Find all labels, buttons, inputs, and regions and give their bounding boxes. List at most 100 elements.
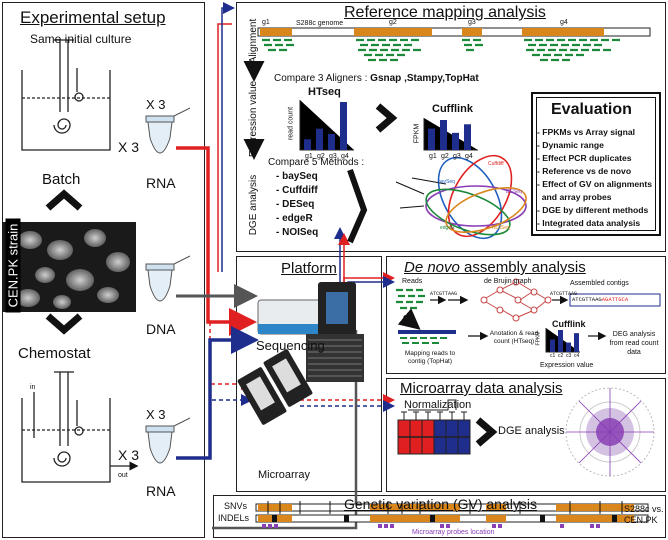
denovo-tick-c4: c4 xyxy=(574,353,580,359)
graph-label: de Brujin graph xyxy=(484,278,532,285)
rna-bottom-count: X 3 xyxy=(146,407,166,422)
denovo-cufflink-bars xyxy=(550,330,579,352)
cuff-tick-g4: g4 xyxy=(465,153,473,160)
seq-reads: ATCGTTAAG xyxy=(430,291,458,297)
in-label: in xyxy=(30,384,36,391)
htseq-ylabel: read count xyxy=(287,106,295,141)
normalization-boxplots xyxy=(397,399,471,455)
bar-g1 xyxy=(304,139,311,150)
evaluation-item: - DGE by different methods xyxy=(537,205,649,215)
genetic-variation-title: Genetic variation (GV) analysis xyxy=(344,496,537,512)
gene-label-g4: g4 xyxy=(560,19,568,26)
evaluation-item: - Effect of GV on alignments xyxy=(537,179,653,189)
bar-c4 xyxy=(574,333,579,352)
microarray-chips-icon xyxy=(237,334,364,425)
cuff-tick-g2: g2 xyxy=(441,153,449,160)
dge-circos-plot xyxy=(565,387,655,477)
probes-location-label: Microarray probes location xyxy=(412,529,495,536)
genome-label: S288c genome xyxy=(296,20,344,27)
method-cuffdiff: - Cuffdiff xyxy=(276,185,318,196)
chevron-right-icon-2 xyxy=(475,417,498,447)
venn-label-noiseq: NOISeq xyxy=(492,225,510,231)
denovo-tick-c2: c2 xyxy=(558,353,564,359)
evaluation-item: - Integrated data analysis xyxy=(537,218,641,228)
indel-track xyxy=(255,514,649,523)
rna-tube-bottom-icon xyxy=(145,417,191,464)
sequencer-icon xyxy=(257,282,356,336)
reads-fragments xyxy=(396,288,425,310)
dna-tube-icon xyxy=(145,255,191,302)
denovo-cufflink-label: Cufflink xyxy=(552,319,586,329)
annotation-label: Anotation & read count (HTseq) xyxy=(489,330,539,345)
rna-top-count: X 3 xyxy=(146,97,166,112)
microarray-label: Microarray xyxy=(258,469,310,481)
yeast-microscopy-image xyxy=(2,222,136,312)
chemostat-rep-label: X 3 xyxy=(118,447,140,463)
cuff-tick-g1: g1 xyxy=(429,153,437,160)
contigs-label: Assembled contigs xyxy=(570,280,629,287)
evaluation-inner-border xyxy=(536,97,656,231)
aligners-label: Compare 3 Aligners : Gsnap ,Stampy,TopHa… xyxy=(274,74,479,84)
reads-label: Reads xyxy=(402,278,423,285)
seq-graph: ATCGTTAAG xyxy=(550,291,578,297)
bar-g3 xyxy=(452,132,459,150)
de-novo-panel xyxy=(386,256,666,374)
deg-analysis-label: DEG analysis from read count data xyxy=(609,331,659,356)
htseq-tick-g4: g4 xyxy=(341,153,349,160)
cufflink-bars xyxy=(428,120,471,150)
comparison-label: S288c vs. CEN.PK xyxy=(624,504,664,525)
rna-bottom-connector xyxy=(176,2,259,460)
methods-prefix: Compare 5 Methods : xyxy=(268,157,365,168)
rna-top-label: RNA xyxy=(146,175,176,191)
evaluation-item: - Dynamic range xyxy=(537,140,604,150)
venn-diagram xyxy=(425,154,527,240)
venn-label-edger: edgeR xyxy=(440,225,455,231)
snvs-label: SNVs xyxy=(224,501,248,511)
aligned-reads xyxy=(262,38,620,62)
microarray-analysis-title: Microarray data analysis xyxy=(400,380,563,397)
mapping-reads-to-contig-icon xyxy=(397,308,456,344)
evaluation-item: - Reference vs de novo xyxy=(537,166,632,176)
rna-bottom-label: RNA xyxy=(146,483,176,499)
gene-label-g3: g3 xyxy=(468,19,476,26)
htseq-tick-g1: g1 xyxy=(305,153,313,160)
rna-top-connector xyxy=(176,23,257,390)
bar-g2 xyxy=(316,128,323,150)
same-culture-label: Same initial culture xyxy=(30,32,132,46)
microarray-probe-markers xyxy=(262,524,600,528)
de-novo-title-italic: De novo xyxy=(404,259,460,276)
method-bayseq: - baySeq xyxy=(276,171,318,182)
contig-seq-part2: AGATTGCA xyxy=(601,296,629,303)
bar-g3 xyxy=(328,134,335,150)
alignment-label: Alignment xyxy=(248,18,259,64)
dna-label: DNA xyxy=(146,321,176,337)
method-noiseq: - NOISeq xyxy=(276,227,319,238)
genome-track xyxy=(257,27,651,37)
out-label: out xyxy=(118,472,128,479)
bar-g1 xyxy=(428,128,435,150)
denovo-tick-c3: c3 xyxy=(566,353,572,359)
aligners-names: Gsnap ,Stampy,TopHat xyxy=(370,73,479,84)
htseq-title: HTseq xyxy=(308,86,341,98)
venn-label-deseq: DESeq xyxy=(506,189,522,195)
denovo-tick-c1: c1 xyxy=(550,353,556,359)
contig-sequence: ATCGTTAAGAGATTGCA xyxy=(572,297,628,303)
experimental-setup-title: Experimental setup xyxy=(20,8,166,27)
dge-brace-icon xyxy=(347,169,368,244)
expression-value-caption: Expression value xyxy=(540,362,594,369)
bar-g2 xyxy=(440,120,447,150)
de-novo-title-rest: assembly analysis xyxy=(459,259,586,276)
rna-tube-top-icon xyxy=(145,107,191,154)
bar-c1 xyxy=(550,339,555,352)
gene-label-g2: g2 xyxy=(389,19,397,26)
dge-analysis-label: DGE analysis xyxy=(248,174,259,236)
evaluation-title: Evaluation xyxy=(551,101,632,118)
method-edger: - edgeR xyxy=(276,213,313,224)
sequencing-label: Sequencing xyxy=(256,338,325,353)
contig-seq-part1: ATCGTTAAG xyxy=(572,296,602,303)
bar-c3 xyxy=(566,342,571,352)
chevron-down-icon xyxy=(45,313,83,335)
bar-c2 xyxy=(558,330,563,352)
indels-label: INDELs xyxy=(218,513,250,523)
expression-value-label: Expression value xyxy=(248,80,259,158)
